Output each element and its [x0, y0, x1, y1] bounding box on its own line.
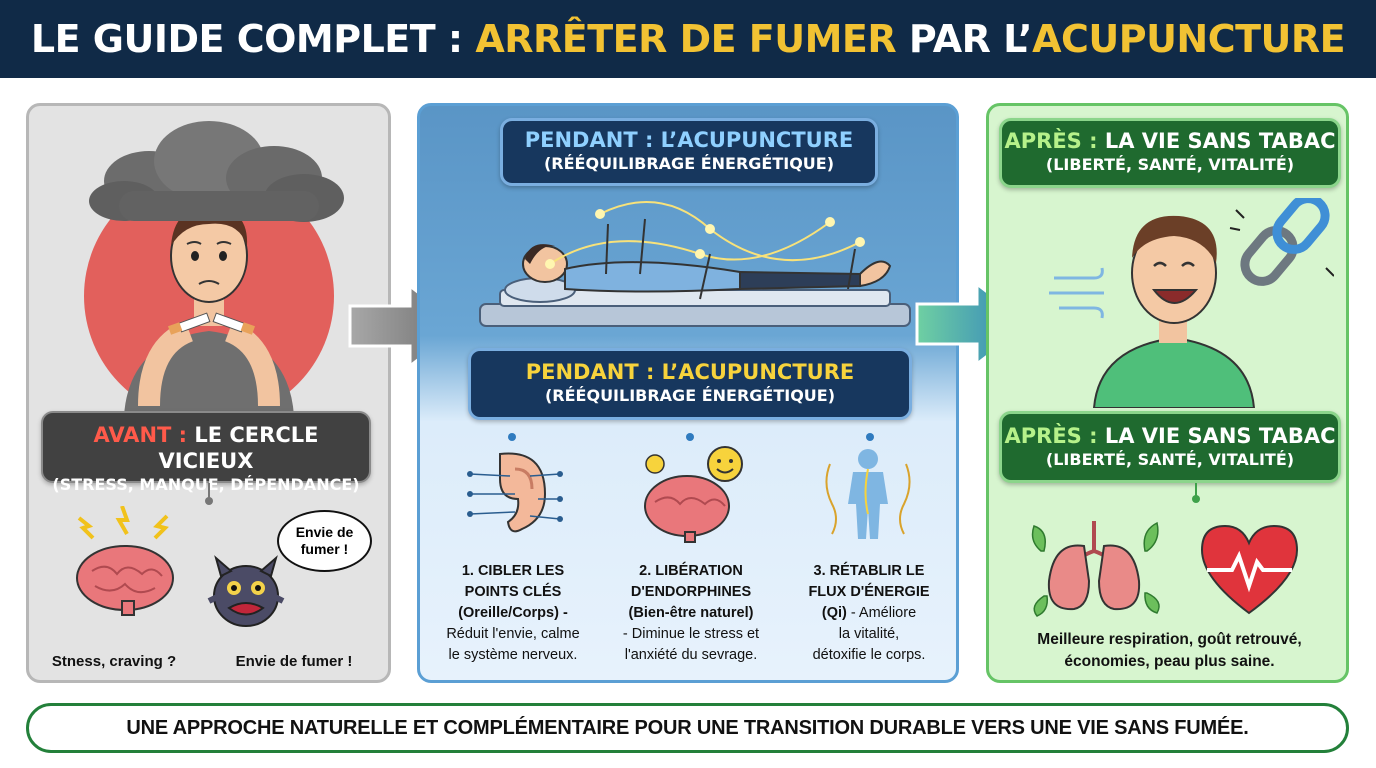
craving-speech-bubble: Envie de fumer !	[277, 510, 372, 572]
apres-caption: Meilleure respiration, goût retrouvé, éc…	[1037, 631, 1302, 670]
pendant-label-middle: PENDANT : L’ACUPUNCTURE (RÉÉQUILIBRAGE É…	[468, 348, 912, 420]
pendant-label-top: PENDANT : L’ACUPUNCTURE (RÉÉQUILIBRAGE É…	[500, 118, 878, 186]
acupuncture-treatment-illustration	[479, 201, 911, 327]
ear-icon	[467, 452, 563, 533]
storm-cloud-icon	[89, 121, 344, 222]
title-bar: LE GUIDE COMPLET : ARRÊTER DE FUMER PAR …	[0, 0, 1376, 78]
panel-apres: APRÈS : LA VIE SANS TABAC (LIBERTÉ, SANT…	[986, 103, 1349, 683]
brain-icon	[76, 506, 174, 616]
smiley-icon	[645, 446, 743, 482]
page-title: LE GUIDE COMPLET : ARRÊTER DE FUMER PAR …	[30, 17, 1346, 61]
step-1-text: 1. CIBLER LES POINTS CLÉS (Oreille/Corps…	[446, 563, 580, 663]
footer-text: UNE APPROCHE NATURELLE ET COMPLÉMENTAIRE…	[126, 716, 1249, 739]
panel-avant: AVANT : LE CERCLE VICIEUX (STRESS, MANQU…	[26, 103, 391, 683]
lungs-icon	[1031, 521, 1160, 617]
energy-body-icon	[825, 449, 911, 539]
lightning-icon	[77, 506, 169, 540]
apres-label-top: APRÈS : LA VIE SANS TABAC (LIBERTÉ, SANT…	[999, 118, 1341, 188]
brain-caption: Stness, craving ?	[51, 653, 177, 670]
connector-line	[1195, 483, 1197, 499]
panel-pendant: PENDANT : L’ACUPUNCTURE (RÉÉQUILIBRAGE É…	[417, 103, 959, 683]
connector-dot	[508, 433, 516, 441]
monster-caption: Envie de fumer !	[235, 653, 353, 670]
step-2-text: 2. LIBÉRATION D'ENDORPHINES (Bien-être n…	[622, 563, 760, 663]
avant-label: AVANT : LE CERCLE VICIEUX (STRESS, MANQU…	[41, 411, 371, 494]
connector-dot	[866, 433, 874, 441]
happy-person-illustration	[1049, 198, 1334, 408]
connector-dot	[1192, 495, 1200, 503]
connector-line	[208, 483, 210, 501]
stressed-person-illustration	[84, 121, 344, 416]
connector-dot	[205, 497, 213, 505]
heart-icon	[1200, 524, 1299, 615]
step-3-text: 3. RÉTABLIR LE FLUX D'ÉNERGIE (Qi) - Amé…	[808, 563, 930, 663]
wind-icon	[1049, 267, 1104, 319]
smiley-brain-icon	[644, 446, 743, 543]
apres-label-middle: APRÈS : LA VIE SANS TABAC (LIBERTÉ, SANT…	[999, 411, 1341, 483]
footer-banner: UNE APPROCHE NATURELLE ET COMPLÉMENTAIRE…	[26, 703, 1349, 753]
connector-dot	[686, 433, 694, 441]
monster-icon	[207, 555, 285, 627]
broken-chain-icon	[1229, 198, 1334, 286]
